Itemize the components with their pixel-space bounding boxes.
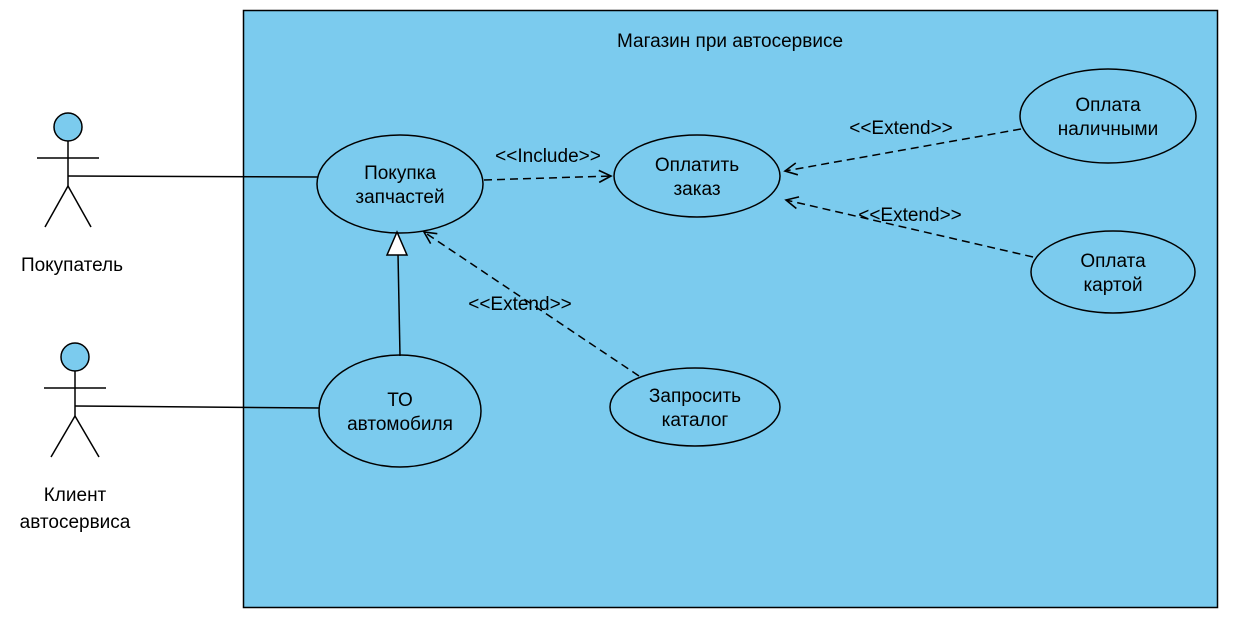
use-case-request-catalog-line1: Запросить xyxy=(649,386,741,407)
use-case-buy-parts: Покупка запчастей xyxy=(316,134,484,234)
actor-buyer: Покупатель xyxy=(21,112,123,276)
system-title: Магазин при автосервисе xyxy=(617,31,843,52)
use-case-pay-order-line2: заказ xyxy=(673,179,720,200)
use-case-request-catalog: Запросить каталог xyxy=(609,367,781,447)
use-case-pay-card-line2: картой xyxy=(1083,275,1142,296)
use-case-pay-order: Оплатить заказ xyxy=(613,134,781,218)
association-buyer-buy-parts xyxy=(67,175,319,178)
actor-client-right-leg xyxy=(74,415,100,458)
actor-client-label-line2: автосервиса xyxy=(20,512,131,533)
extend-label-catalog: <<Extend>> xyxy=(468,294,572,315)
use-case-pay-cash: Оплата наличными xyxy=(1019,68,1197,164)
use-case-pay-cash-ellipse xyxy=(1019,68,1197,164)
use-case-car-service-line1: ТО xyxy=(387,390,413,411)
use-case-pay-cash-line1: Оплата xyxy=(1075,95,1141,116)
extend-arrow-pay-card-pay-order xyxy=(784,196,1034,258)
use-case-pay-order-line1: Оплатить xyxy=(655,155,739,176)
use-case-pay-card-line1: Оплата xyxy=(1080,251,1146,272)
association-client-car-service xyxy=(74,405,321,409)
use-case-pay-card: Оплата картой xyxy=(1030,230,1196,314)
actor-buyer-left-leg xyxy=(44,185,69,228)
actor-client-label-line1: Клиент xyxy=(44,485,107,506)
use-case-request-catalog-ellipse xyxy=(609,367,781,447)
actor-buyer-label: Покупатель xyxy=(21,255,123,276)
extend-label-card: <<Extend>> xyxy=(858,205,962,226)
actor-client-head-icon xyxy=(60,342,90,372)
use-case-buy-parts-ellipse xyxy=(316,134,484,234)
generalization-triangle-icon xyxy=(385,230,409,256)
include-label: <<Include>> xyxy=(495,146,601,167)
actor-buyer-head-icon xyxy=(53,112,83,142)
extend-label-cash: <<Extend>> xyxy=(849,118,953,139)
use-case-car-service-line2: автомобиля xyxy=(347,414,453,435)
actor-client: Клиент автосервиса xyxy=(20,342,131,533)
generalization-line-car-service-buy-parts xyxy=(397,253,401,357)
use-case-car-service-ellipse xyxy=(318,354,482,468)
use-case-buy-parts-line1: Покупка xyxy=(364,163,436,184)
actor-buyer-right-leg xyxy=(67,185,92,228)
use-case-buy-parts-line2: запчастей xyxy=(355,187,444,208)
use-case-pay-order-ellipse xyxy=(613,134,781,218)
use-case-pay-card-ellipse xyxy=(1030,230,1196,314)
extend-arrow-pay-cash-pay-order xyxy=(783,128,1022,176)
extend-arrow-request-catalog-buy-parts xyxy=(422,231,640,377)
actor-client-left-leg xyxy=(50,415,76,458)
use-case-pay-cash-line2: наличными xyxy=(1058,119,1158,140)
use-case-car-service: ТО автомобиля xyxy=(318,354,482,468)
include-arrow-buy-parts-pay-order xyxy=(483,169,613,184)
use-case-request-catalog-line2: каталог xyxy=(662,410,729,431)
